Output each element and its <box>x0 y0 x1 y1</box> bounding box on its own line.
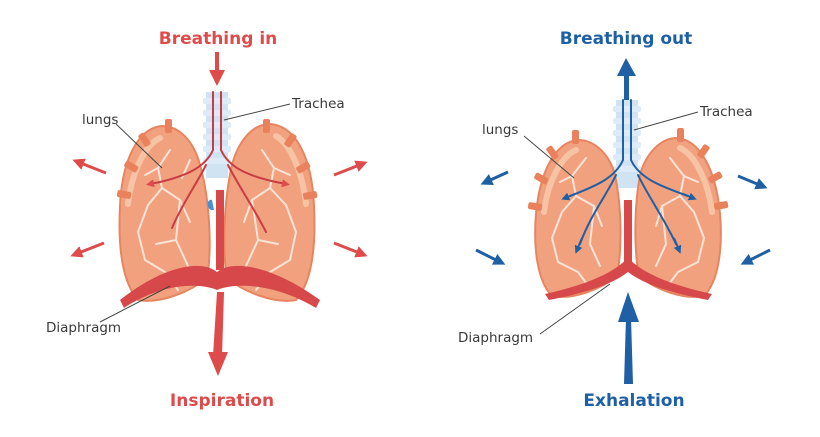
left-lung <box>118 124 211 302</box>
up-arrow-icon <box>618 292 639 384</box>
outflow-arrow-icon <box>617 58 636 100</box>
diaphragm-leader <box>99 285 171 323</box>
arrow-out-icon <box>333 241 368 258</box>
arrow-in-icon <box>475 248 506 265</box>
compression-arrows <box>475 170 771 265</box>
airways-out <box>569 99 689 245</box>
airways-in <box>159 91 277 233</box>
lungs-label: lungs <box>482 122 518 138</box>
rib-stubs <box>116 119 318 200</box>
trachea-leader <box>633 111 699 131</box>
lungs-leader <box>523 135 575 179</box>
lungs-label: lungs <box>82 112 118 128</box>
diaphragm <box>120 265 320 308</box>
down-arrow-icon <box>208 292 228 376</box>
trachea-label: Trachea <box>699 104 753 120</box>
diaphragm-label: Diaphragm <box>458 330 533 346</box>
inflow-arrow-icon <box>209 52 225 86</box>
trachea <box>203 92 231 178</box>
mediastinum <box>624 200 632 272</box>
arrow-in-icon <box>740 248 771 265</box>
expansion-arrows <box>70 158 368 258</box>
arrow-in-icon <box>737 174 768 190</box>
exhalation-panel: Breathing out <box>458 29 771 411</box>
arrow-out-icon <box>70 241 105 258</box>
diaphragm-leader <box>539 283 611 335</box>
trachea-leader <box>223 103 291 121</box>
breathing-in-title: Breathing in <box>159 29 278 49</box>
rib-stubs <box>527 128 729 211</box>
lungs-leader <box>115 123 163 169</box>
trachea <box>613 100 641 188</box>
inspiration-panel: Breathing in <box>46 29 368 411</box>
diaphragm <box>545 258 712 300</box>
breathing-out-title: Breathing out <box>560 29 693 49</box>
trachea-label: Trachea <box>291 96 345 112</box>
arrow-out-icon <box>333 160 368 177</box>
mediastinum <box>216 190 224 270</box>
arrow-out-icon <box>72 158 107 175</box>
exhalation-caption: Exhalation <box>583 391 684 411</box>
arrow-in-icon <box>480 170 509 185</box>
diaphragm-label: Diaphragm <box>46 320 121 336</box>
inspiration-caption: Inspiration <box>170 391 274 411</box>
left-lung <box>534 138 622 298</box>
heart-marker <box>207 199 214 211</box>
